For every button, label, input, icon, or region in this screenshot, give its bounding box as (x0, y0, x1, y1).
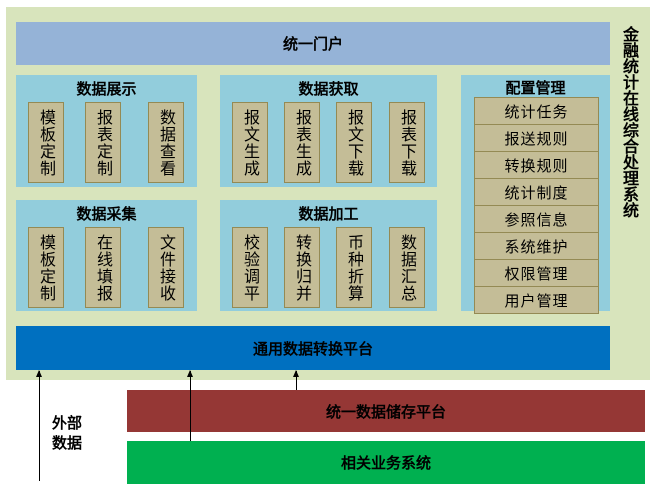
module-box: 报表定制 (85, 102, 121, 183)
panel-title: 数据展示 (76, 80, 137, 98)
config-item: 报送规则 (474, 125, 599, 152)
system-title: 金融统计在线综合处理系统 (620, 26, 639, 218)
storage-platform: 统一数据储存平台 (127, 390, 645, 432)
arrow-business-icon (187, 370, 193, 441)
config-item: 参照信息 (474, 206, 599, 233)
module-box: 报文生成 (232, 102, 268, 183)
config-item: 转换规则 (474, 152, 599, 179)
config-list: 统计任务 报送规则 转换规则 统计制度 参照信息 系统维护 权限管理 用户管理 (474, 97, 599, 314)
panel-config: 配置管理 统计任务 报送规则 转换规则 统计制度 参照信息 系统维护 权限管理 … (461, 75, 610, 314)
config-item: 用户管理 (474, 287, 599, 314)
module-box: 转换归并 (284, 227, 320, 308)
panel-title: 数据获取 (298, 80, 359, 98)
config-item: 系统维护 (474, 233, 599, 260)
module-box: 在线填报 (85, 227, 121, 308)
external-data-label: 外部数据 (52, 414, 83, 452)
panel-title: 数据加工 (298, 205, 359, 223)
module-box: 模板定制 (28, 102, 64, 183)
transform-platform: 通用数据转换平台 (16, 326, 610, 370)
panel-title: 配置管理 (505, 79, 566, 97)
arrow-storage-icon (293, 370, 299, 390)
panel-data-display: 数据展示 模板定制 报表定制 数据查看 (16, 75, 197, 187)
config-item: 统计任务 (474, 97, 599, 125)
panel-data-process: 数据加工 校验调平 转换归并 币种折算 数据汇总 (220, 200, 437, 311)
arrow-external-icon (36, 370, 42, 481)
business-systems: 相关业务系统 (127, 441, 645, 484)
module-box: 校验调平 (232, 227, 268, 308)
module-box: 币种折算 (336, 227, 372, 308)
panel-data-acquire: 数据获取 报文生成 报表生成 报文下载 报表下载 (220, 75, 437, 187)
panel-title: 数据采集 (76, 205, 137, 223)
module-box: 数据查看 (148, 102, 184, 183)
config-item: 统计制度 (474, 179, 599, 206)
panel-data-collect: 数据采集 模板定制 在线填报 文件接收 (16, 200, 197, 311)
module-box: 模板定制 (28, 227, 64, 308)
module-box: 报文下载 (336, 102, 372, 183)
module-box: 报表生成 (284, 102, 320, 183)
module-box: 报表下载 (389, 102, 425, 183)
unified-portal: 统一门户 (16, 22, 610, 65)
module-box: 文件接收 (148, 227, 184, 308)
config-item: 权限管理 (474, 260, 599, 287)
module-box: 数据汇总 (389, 227, 425, 308)
